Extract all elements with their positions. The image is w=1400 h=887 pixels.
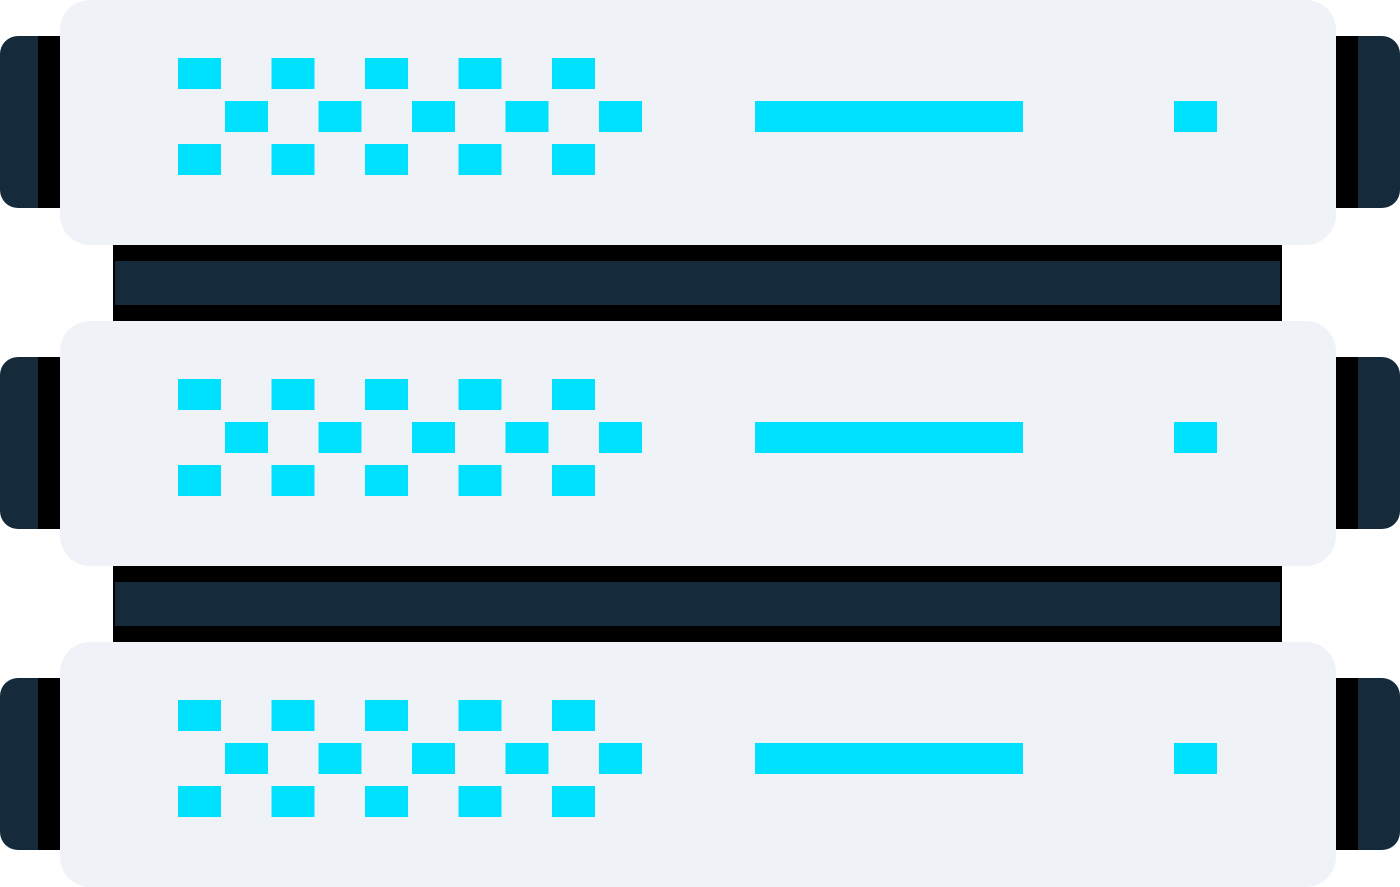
vent-square <box>271 58 315 89</box>
vent-square <box>599 743 642 774</box>
status-light <box>1174 743 1217 774</box>
vent-square <box>225 422 268 453</box>
status-light <box>1174 101 1217 132</box>
vent-square <box>412 743 455 774</box>
vent-square <box>225 743 268 774</box>
vent-square <box>412 101 455 132</box>
vent-square <box>271 144 315 175</box>
vent-square <box>552 379 595 410</box>
vent-square <box>225 101 268 132</box>
vent-square <box>365 465 408 496</box>
vent-square <box>365 700 408 731</box>
vent-square <box>552 58 595 89</box>
vent-square <box>458 144 502 175</box>
vent-square <box>178 58 221 89</box>
left-mount-ear-edge <box>38 357 62 529</box>
vent-square <box>365 379 408 410</box>
vent-square <box>412 422 455 453</box>
status-light <box>1174 422 1217 453</box>
left-mount-ear-edge <box>38 36 62 208</box>
drive-slot-line <box>755 422 1023 453</box>
drive-slot-line <box>755 743 1023 774</box>
vent-square <box>552 786 595 817</box>
right-mount-ear-edge <box>1336 678 1358 850</box>
vent-square <box>178 379 221 410</box>
right-mount-ear-edge <box>1336 36 1358 208</box>
vent-square <box>505 101 549 132</box>
right-mount-ear-edge <box>1336 357 1358 529</box>
vent-square <box>458 58 502 89</box>
vent-square <box>271 379 315 410</box>
vent-square <box>178 144 221 175</box>
vent-square <box>318 422 362 453</box>
vent-square <box>599 101 642 132</box>
vent-square <box>365 58 408 89</box>
vent-square <box>458 379 502 410</box>
vent-square <box>599 422 642 453</box>
vent-square <box>178 465 221 496</box>
vent-square <box>271 465 315 496</box>
vent-square <box>458 700 502 731</box>
left-mount-ear-edge <box>38 678 62 850</box>
vent-square <box>505 743 549 774</box>
vent-square <box>505 422 549 453</box>
vent-square <box>271 700 315 731</box>
vent-square <box>178 700 221 731</box>
vent-square <box>552 144 595 175</box>
vent-square <box>318 743 362 774</box>
vent-square <box>365 786 408 817</box>
vent-square <box>458 786 502 817</box>
vent-square <box>178 786 221 817</box>
vent-square <box>318 101 362 132</box>
vent-square <box>458 465 502 496</box>
vent-square <box>552 700 595 731</box>
vent-square <box>271 786 315 817</box>
vent-square <box>552 465 595 496</box>
vent-square <box>365 144 408 175</box>
rack-connector-bar-inner <box>115 582 1280 626</box>
drive-slot-line <box>755 101 1023 132</box>
rack-connector-bar-inner <box>115 261 1280 305</box>
